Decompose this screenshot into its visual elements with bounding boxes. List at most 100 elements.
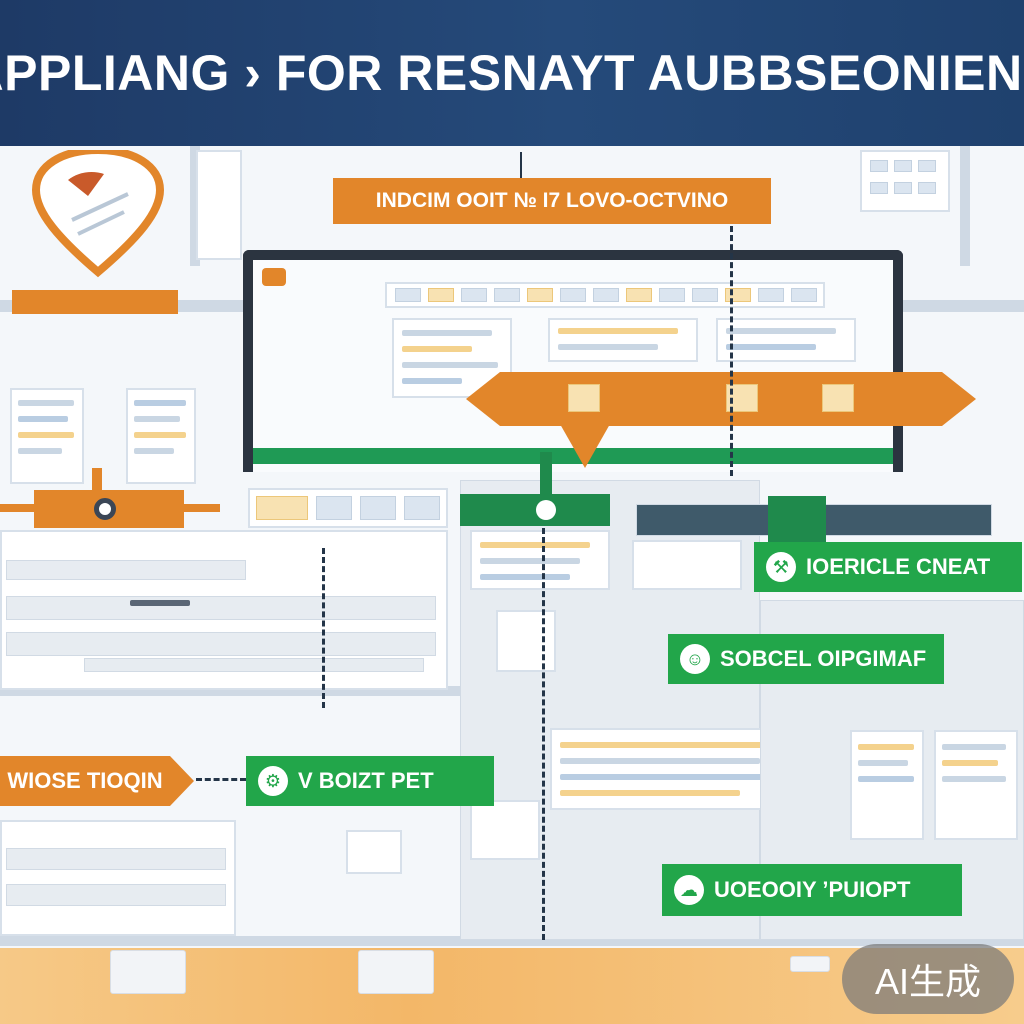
callout-green-1-label: IOERICLE CNEAT <box>806 554 991 579</box>
mini-cell <box>870 160 888 172</box>
panel-row <box>6 884 226 906</box>
text-line <box>560 790 740 796</box>
toolbar-cell <box>626 288 652 302</box>
toolbar-cell <box>404 496 440 520</box>
mini-cell <box>894 182 912 194</box>
connector-line <box>730 226 733 476</box>
banner-title: APPLIANG › FOR RESNAYT AUBBSEONIENE <box>0 45 1024 101</box>
mini-window <box>196 150 242 260</box>
text-line <box>558 344 658 350</box>
toolbar-cell <box>461 288 487 302</box>
text-line <box>942 776 1006 782</box>
text-line <box>558 328 678 334</box>
toolbar-cell <box>692 288 718 302</box>
toolbar-cell <box>428 288 454 302</box>
text-line <box>858 744 914 750</box>
toolbar-cell <box>560 288 586 302</box>
callout-green-3-label: V BOIZT PET <box>298 768 434 793</box>
content-panel <box>0 820 236 936</box>
text-line <box>130 600 190 606</box>
text-line <box>402 362 498 368</box>
process-arrow <box>466 372 976 426</box>
text-line <box>134 432 186 438</box>
monitor-base-bar <box>253 448 893 464</box>
toolbar-cell <box>256 496 308 520</box>
pin-base-bar <box>12 290 178 314</box>
content-panel <box>470 800 540 860</box>
mini-cell <box>918 182 936 194</box>
text-line <box>726 328 836 334</box>
callout-top-orange: INDCIM OOIT № I7 LOVO-OCTVINO <box>333 178 771 224</box>
mini-cell <box>894 160 912 172</box>
text-line <box>942 744 1006 750</box>
connector-line <box>542 528 545 940</box>
callout-green-2-label: SOBCEL OIPGIMAF <box>720 646 927 671</box>
grid-line <box>960 146 970 266</box>
content-panel <box>346 830 402 874</box>
content-panel <box>496 610 556 672</box>
connector-line <box>768 496 826 542</box>
panel-row <box>84 658 424 672</box>
toolbar-cell <box>725 288 751 302</box>
toolbar-cell <box>758 288 784 302</box>
callout-left-orange-shape <box>0 756 194 806</box>
title-banner <box>0 0 1024 146</box>
text-line <box>134 416 180 422</box>
callout-green-4-label: UOEOOIY ’PUIOPT <box>714 877 911 902</box>
panel-row <box>6 596 436 620</box>
text-line <box>560 758 760 764</box>
toolbar-cell <box>494 288 520 302</box>
connector-line <box>196 778 246 781</box>
toolbar-cell <box>527 288 553 302</box>
toolbar-cell <box>360 496 396 520</box>
text-line <box>402 330 492 336</box>
keyboard <box>790 956 830 972</box>
text-line <box>134 400 186 406</box>
location-pin-icon <box>31 150 165 278</box>
step-icon <box>822 384 854 412</box>
toolbar-cell <box>791 288 817 302</box>
mini-cell <box>918 160 936 172</box>
connector-line <box>322 548 325 708</box>
text-line <box>480 542 590 548</box>
text-line <box>560 742 790 748</box>
toolbar-cell <box>395 288 421 302</box>
screen-panel <box>548 318 698 362</box>
grid-line <box>0 936 1024 946</box>
panel-row <box>6 632 436 656</box>
connector-line <box>540 452 552 500</box>
connector-line <box>520 152 522 178</box>
arrow-down-icon <box>560 424 610 468</box>
callout-green-2: ☺ SOBCEL OIPGIMAF <box>668 634 944 684</box>
node-icon <box>536 500 556 520</box>
text-line <box>858 760 908 766</box>
text-line <box>402 378 462 384</box>
callout-green-3: ⚙ V BOIZT PET <box>246 756 494 806</box>
wrench-icon: ⚒ <box>766 552 796 582</box>
ai-generated-badge: AI生成 <box>842 944 1014 1014</box>
callout-green-4: ☁ UOEOOIY ’PUIOPT <box>662 864 962 916</box>
step-icon <box>568 384 600 412</box>
panel-row <box>6 848 226 870</box>
text-line <box>134 448 174 454</box>
process-node <box>460 494 610 526</box>
monitor-stand <box>358 950 434 994</box>
text-line <box>480 574 570 580</box>
cloud-icon: ☁ <box>674 875 704 905</box>
text-line <box>18 432 74 438</box>
mini-cell <box>870 182 888 194</box>
screen-panel <box>716 318 856 362</box>
toolbar-cell <box>316 496 352 520</box>
text-line <box>402 346 472 352</box>
text-line <box>18 400 74 406</box>
text-line <box>858 776 914 782</box>
screen-toolbar <box>385 282 825 308</box>
toolbar-cell <box>659 288 685 302</box>
callout-green-1: ⚒ IOERICLE CNEAT <box>754 542 1022 592</box>
toolbar-cell <box>593 288 619 302</box>
content-panel <box>632 540 742 590</box>
gear-icon <box>94 498 116 520</box>
monitor-stand <box>110 950 186 994</box>
user-icon: ☺ <box>680 644 710 674</box>
grid-line <box>190 146 200 266</box>
